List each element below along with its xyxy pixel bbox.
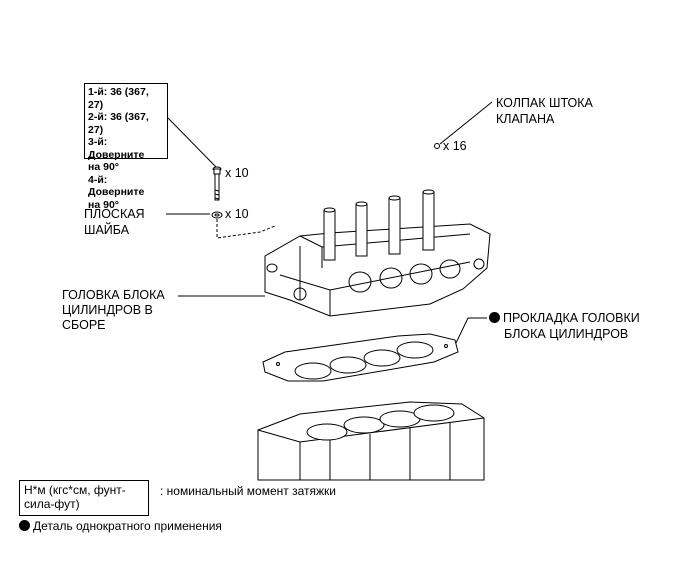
head-label-line2: ЦИЛИНДРОВ В <box>62 303 153 317</box>
cylinder-block <box>257 401 485 481</box>
cylinder-head-gasket <box>262 333 459 382</box>
cylinder-head-assembly <box>264 189 491 317</box>
washer-label-line2: ШАЙБА <box>84 223 130 237</box>
gasket-label-line1: ПРОКЛАДКА ГОЛОВКИ <box>489 311 640 326</box>
torque-spec-box: 1-й: 36 (367, 27) 2-й: 36 (367, 27) 3-й:… <box>84 83 168 211</box>
torque-step-4-angle: на 90° <box>88 198 119 211</box>
alignment-dashed-line <box>216 219 276 239</box>
single-use-legend-dot-icon <box>19 520 30 531</box>
torque-step-3: 3-й: Доверните <box>88 136 145 161</box>
valve-stem-cap <box>434 143 440 149</box>
gasket-leader <box>455 317 469 344</box>
torque-unit-line1: Н*м (кгс*см, фунт- <box>24 483 126 497</box>
valve-cap-label-line1: КОЛПАК ШТОКА <box>496 96 593 110</box>
torque-step-2: 2-й: 36 (367, 27) <box>88 111 149 136</box>
bolt <box>212 166 222 201</box>
valve-cap-leader <box>439 101 493 145</box>
single-use-legend-text: Деталь однократного применения <box>33 519 222 533</box>
torque-step-4: 4-й: Доверните <box>88 173 145 199</box>
gasket-label-text: ПРОКЛАДКА ГОЛОВКИ <box>503 311 640 325</box>
single-use-dot-icon <box>489 312 500 323</box>
gasket-label-line2: БЛОКА ЦИЛИНДРОВ <box>504 327 629 341</box>
single-use-legend: Деталь однократного применения <box>19 519 222 533</box>
torque-unit-legend: Н*м (кгс*см, фунт- сила-фут) <box>19 480 149 516</box>
washer-quantity: x 10 <box>225 207 249 221</box>
flat-washer <box>211 211 223 219</box>
washer-label-line1: ПЛОСКАЯ <box>84 207 145 221</box>
torque-step-1: 1-й: 36 (367, 27) <box>88 86 149 111</box>
leader-lines <box>166 101 493 344</box>
torque-leader <box>167 117 218 169</box>
torque-unit-line2: сила-фут) <box>24 497 80 511</box>
head-label-line1: ГОЛОВКА БЛОКА <box>62 288 165 302</box>
torque-step-3-angle: на 90° <box>88 161 119 173</box>
bolt-quantity: x 10 <box>225 166 249 180</box>
valve-cap-quantity: x 16 <box>443 139 467 153</box>
valve-cap-label-line2: КЛАПАНА <box>496 112 555 126</box>
torque-unit-description: : номинальный момент затяжки <box>160 484 336 498</box>
head-label-line3: СБОРЕ <box>62 318 106 332</box>
